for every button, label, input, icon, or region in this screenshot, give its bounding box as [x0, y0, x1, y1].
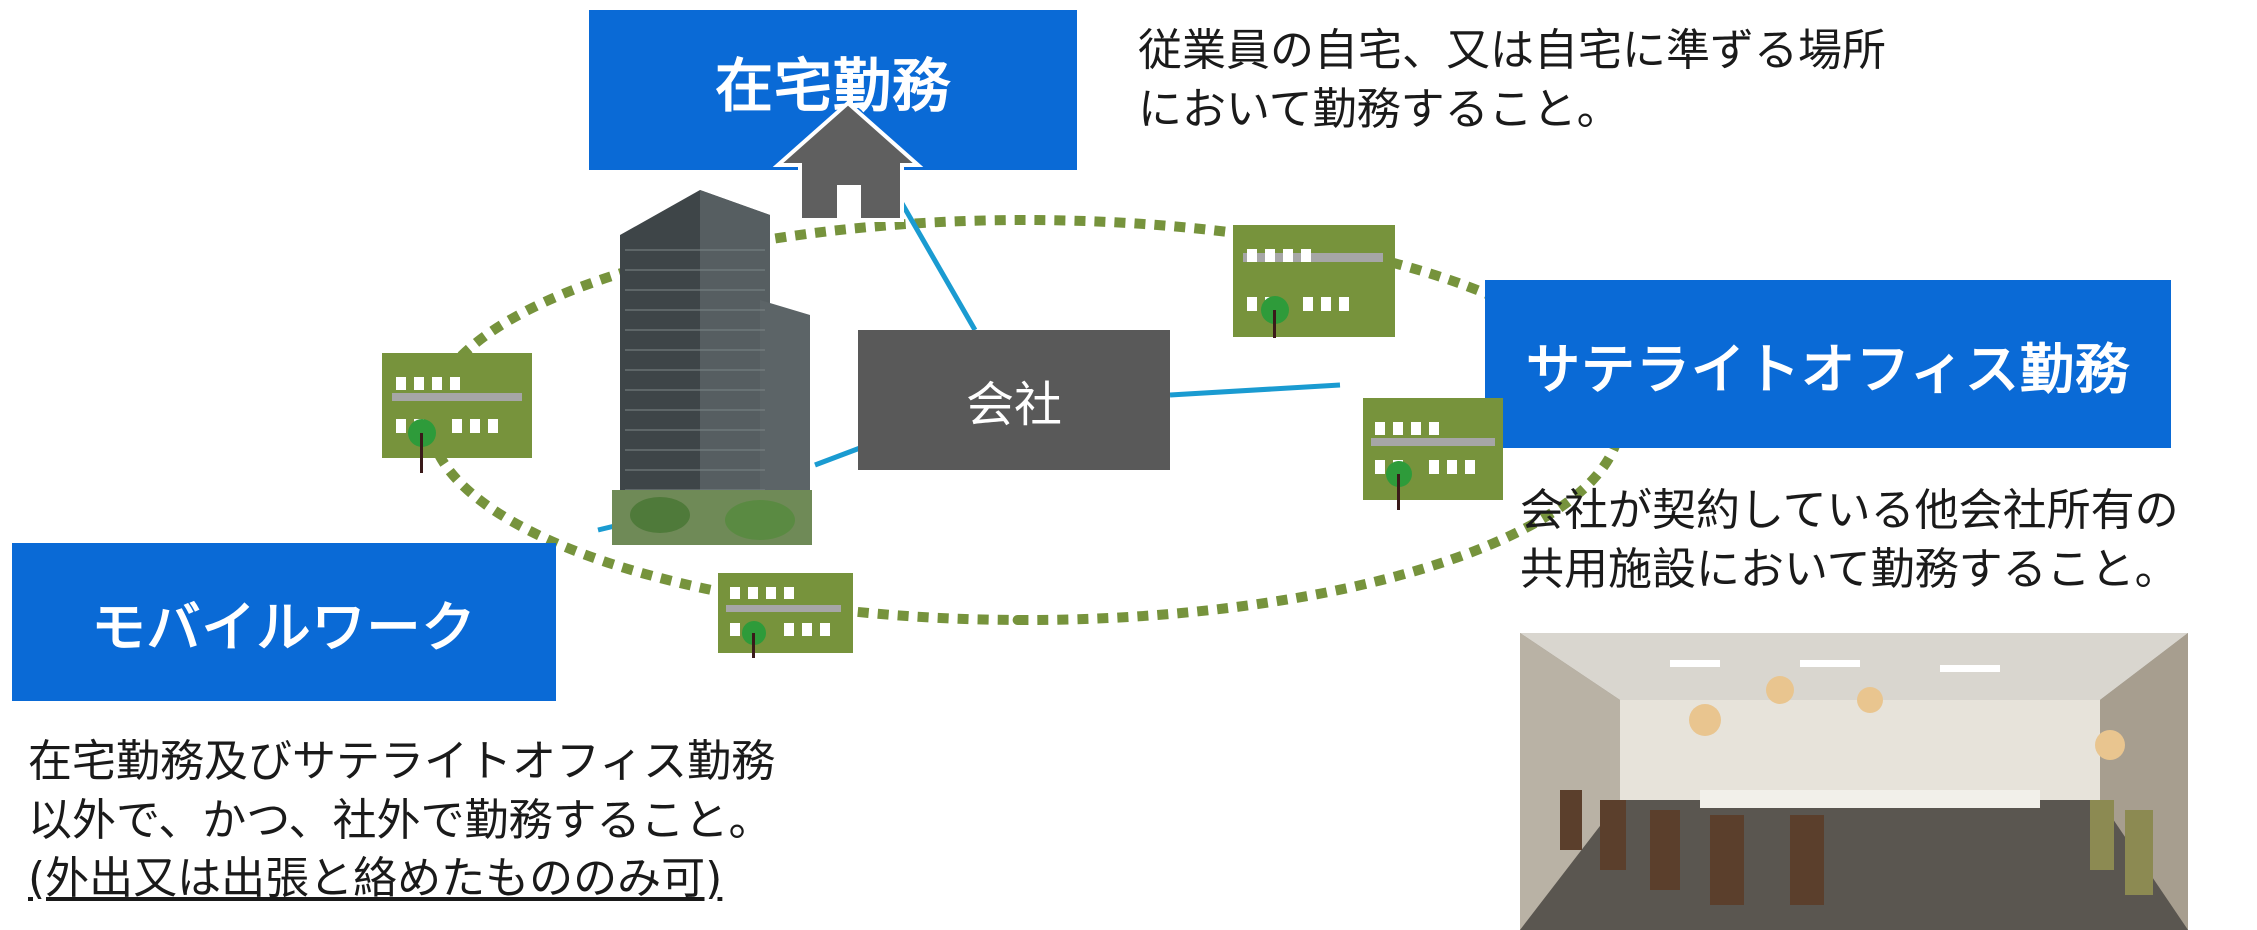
connector-home [897, 198, 978, 332]
mobile-desc-line: 在宅勤務及びサテライトオフィス勤務 [28, 736, 776, 787]
home-work-title: 在宅勤務 [714, 52, 951, 120]
home-work-desc-line: 従業員の自宅、又は自宅に準ずる場所 [1138, 25, 1886, 76]
mobile-desc-line: 以外で、かつ、社外で勤務すること。 [28, 794, 773, 846]
company-label: 会社 [965, 377, 1062, 433]
mobile-work-description: 在宅勤務及びサテライトオフィス勤務 以外で、かつ、社外で勤務すること。 (外出又… [28, 733, 775, 909]
satellite-office-title: サテライトオフィス勤務 [1526, 337, 2130, 401]
home-work-desc-line: において勤務すること。 [1138, 83, 1621, 135]
building-icon [1363, 398, 1503, 510]
satellite-desc-line: 会社が契約している他会社所有の [1520, 485, 2179, 536]
building-icon [382, 353, 532, 473]
shared-office-photo [1520, 633, 2188, 930]
connector-mobile-a [814, 445, 861, 468]
home-work-description: 従業員の自宅、又は自宅に準ずる場所 において勤務すること。 [1138, 22, 1886, 139]
office-tower-photo [612, 190, 812, 545]
building-icon [718, 573, 853, 658]
mobile-work-label: モバイルワーク [12, 543, 556, 701]
satellite-desc-line: 共用施設において勤務すること。 [1520, 543, 2179, 595]
mobile-work-note: (外出又は出張と絡めたもののみ可) [28, 853, 723, 905]
satellite-office-label: サテライトオフィス勤務 [1485, 280, 2171, 448]
company-box: 会社 [858, 330, 1170, 470]
satellite-office-description: 会社が契約している他会社所有の 共用施設において勤務すること。 [1520, 482, 2179, 599]
building-icon [1233, 225, 1395, 338]
connector-satellite [1169, 382, 1341, 398]
mobile-work-title: モバイルワーク [91, 595, 477, 659]
